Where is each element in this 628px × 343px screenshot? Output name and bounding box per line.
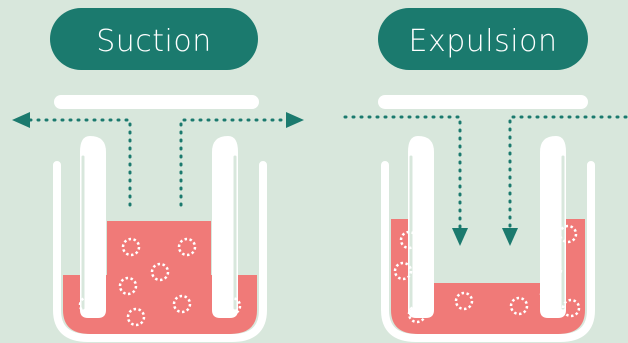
bubble-icon — [539, 285, 559, 305]
bubble-icon — [121, 237, 141, 257]
bubble-icon — [407, 304, 427, 324]
bubble-icon — [118, 276, 138, 296]
bubble-icon — [561, 298, 581, 318]
suction-flow-arrows — [26, 118, 290, 207]
bubble-icon — [222, 296, 242, 316]
expulsion-bubbles — [393, 224, 581, 324]
bubble-icon — [150, 262, 170, 282]
expulsion-flow-left — [343, 115, 462, 230]
arrow-head-icon — [502, 228, 518, 246]
suction-inner-tube — [80, 136, 238, 318]
expulsion-label-pill: Expulsion — [378, 8, 588, 70]
expulsion-liquid — [391, 219, 585, 334]
expulsion-flow-right — [508, 115, 628, 230]
suction-outer-vessel — [53, 161, 267, 342]
expulsion-inner-tube — [408, 136, 566, 318]
bubble-icon — [454, 291, 474, 311]
bubble-icon — [509, 296, 529, 316]
expulsion-panel: Expulsion — [343, 8, 628, 342]
bubble-icon — [177, 237, 197, 257]
suction-panel: Suction — [12, 8, 304, 342]
bubble-icon — [393, 261, 413, 281]
expulsion-outer-vessel — [381, 161, 595, 342]
expulsion-flow-arrows — [343, 115, 628, 230]
suction-label-pill: Suction — [50, 8, 258, 70]
bubble-icon — [172, 294, 192, 314]
bubble-icon — [543, 260, 563, 280]
bubble-icon — [78, 295, 98, 315]
suction-flow-left — [26, 118, 132, 207]
suction-bubbles — [78, 237, 242, 327]
bubble-icon — [126, 307, 146, 327]
expulsion-label: Expulsion — [409, 24, 558, 59]
arrow-head-icon — [286, 112, 304, 128]
arrow-head-icon — [452, 228, 468, 246]
suction-top-plate — [54, 95, 259, 109]
bubble-icon — [558, 224, 578, 244]
suction-liquid — [63, 221, 257, 334]
bubble-icon — [399, 230, 419, 250]
suction-label: Suction — [96, 24, 212, 59]
expulsion-top-plate — [378, 95, 588, 109]
arrow-head-icon — [12, 112, 30, 128]
